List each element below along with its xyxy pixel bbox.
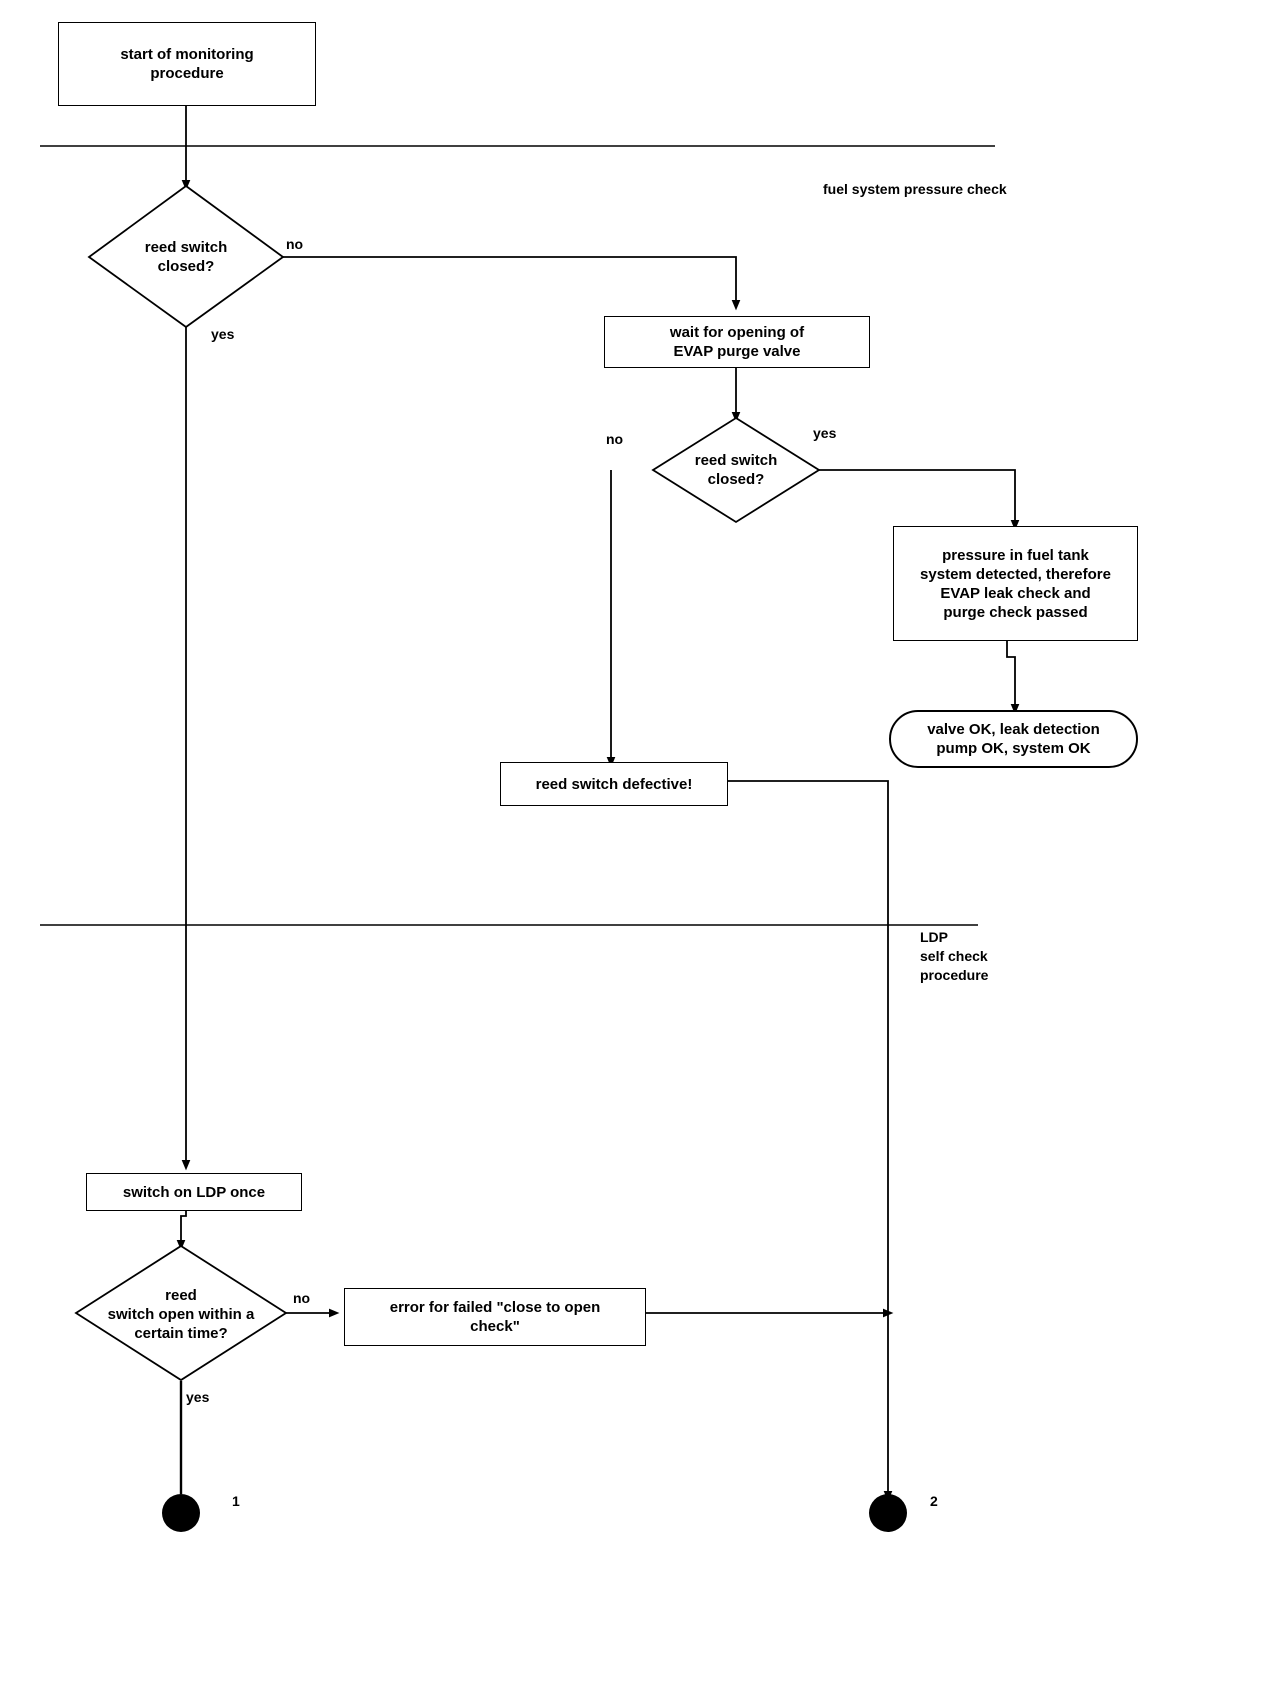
decision-shape-reedopen bbox=[74, 1244, 288, 1382]
node-start-box[interactable] bbox=[58, 22, 316, 106]
terminal-2-dot[interactable] bbox=[869, 1494, 907, 1532]
edge-ldp-to-reedopen bbox=[176, 1209, 187, 1251]
edge-defective-to-terminal2 bbox=[728, 780, 893, 1502]
node-switch-on-ldp-box[interactable] bbox=[86, 1173, 302, 1211]
edge-label-reed2-yes: yes bbox=[813, 425, 837, 441]
terminal-1-label: 1 bbox=[232, 1493, 240, 1509]
edge-label-reedopen-no: no bbox=[293, 1290, 311, 1306]
node-pressure-detected-box[interactable] bbox=[893, 526, 1138, 641]
terminal-1-dot[interactable] bbox=[162, 1494, 200, 1532]
node-valve-ok-box[interactable] bbox=[889, 710, 1138, 768]
node-error-close-to-open-box[interactable] bbox=[344, 1288, 646, 1346]
edge-reed2-yes bbox=[819, 469, 1020, 531]
node-wait-evap-box[interactable] bbox=[604, 316, 870, 368]
edge-label-reed2-no: no bbox=[606, 431, 624, 447]
node-reed-defective-box[interactable] bbox=[500, 762, 728, 806]
edge-label-reed1-no: no bbox=[286, 236, 304, 252]
swimlane-label-fuel-system: fuel system pressure check bbox=[823, 181, 1007, 197]
decision-shape-reed1 bbox=[87, 184, 285, 329]
swimlane-label-ldp-self-check: LDP self check procedure bbox=[920, 929, 989, 983]
edge-reed1-no bbox=[283, 256, 741, 311]
terminal-2-label: 2 bbox=[930, 1493, 938, 1509]
decision-shape-reed2 bbox=[651, 416, 821, 524]
edge-label-reedopen-yes: yes bbox=[186, 1389, 210, 1405]
edge-pressure-to-valveok bbox=[1006, 641, 1020, 715]
edge-label-reed1-yes: yes bbox=[211, 326, 235, 342]
